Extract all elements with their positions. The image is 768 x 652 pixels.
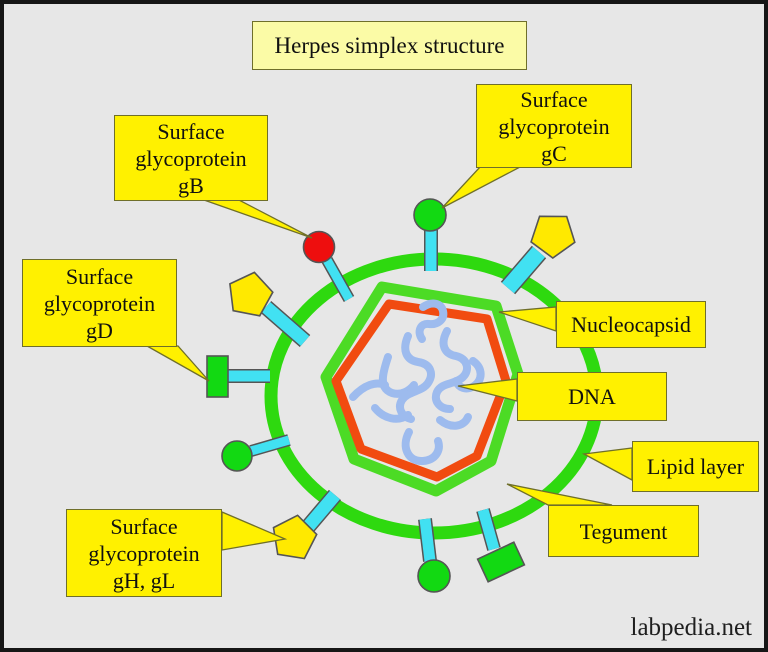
gHgL-pentagon-knob-icon bbox=[272, 514, 318, 560]
label-line: glycoprotein bbox=[135, 145, 247, 171]
label-line: glycoprotein bbox=[88, 540, 200, 566]
watermark-labpedia: labpedia.net bbox=[630, 614, 752, 641]
label-surface-glycoprotein-gC: Surface glycoprotein gC bbox=[476, 84, 632, 168]
spike-rect-bottom bbox=[476, 508, 526, 583]
spike-circle-left bbox=[221, 434, 291, 472]
label-line: Surface bbox=[157, 118, 225, 144]
spike-pentagon-top-right bbox=[500, 215, 576, 295]
green-knob-icon bbox=[221, 440, 253, 472]
callout-pointers bbox=[144, 166, 633, 551]
label-line: gB bbox=[178, 172, 204, 198]
label-line: Surface bbox=[520, 86, 588, 112]
spike-circle-bottom bbox=[417, 518, 451, 593]
label-dna: DNA bbox=[517, 372, 667, 421]
label-line: Surface bbox=[65, 263, 134, 289]
label-line: Lipid layer bbox=[646, 454, 745, 479]
virus-illustration bbox=[144, 166, 633, 593]
label-line: gD bbox=[86, 317, 113, 343]
pentagon-knob-icon bbox=[229, 271, 274, 317]
diagram-title: Herpes simplex structure bbox=[252, 21, 527, 70]
gC-pointer bbox=[441, 166, 521, 209]
gHgL-pointer bbox=[221, 511, 288, 551]
tegument-hexagon bbox=[320, 281, 524, 497]
label-lipid-layer: Lipid layer bbox=[632, 441, 759, 492]
spike-gD bbox=[206, 355, 270, 398]
gD-rect-knob-icon bbox=[206, 355, 229, 398]
label-line: Nucleocapsid bbox=[571, 312, 691, 337]
label-line: Tegument bbox=[579, 518, 668, 544]
label-line: DNA bbox=[568, 384, 616, 409]
dna-strands bbox=[349, 299, 485, 465]
label-line: glycoprotein bbox=[43, 290, 156, 316]
lipid-pointer bbox=[581, 447, 633, 482]
label-nucleocapsid: Nucleocapsid bbox=[556, 301, 706, 348]
label-surface-glycoprotein-gD: Surface glycoprotein gD bbox=[22, 259, 177, 347]
gC-green-knob-icon bbox=[413, 198, 447, 232]
spike-pentagon-left bbox=[229, 271, 311, 348]
green-knob-icon bbox=[417, 559, 451, 593]
gB-red-knob-icon bbox=[302, 230, 336, 264]
label-line: gC bbox=[541, 140, 567, 166]
spike-gB bbox=[302, 230, 355, 302]
spike-gC bbox=[413, 198, 447, 271]
label-surface-glycoprotein-gB: Surface glycoprotein gB bbox=[114, 115, 268, 201]
green-rect-knob-icon bbox=[476, 541, 526, 583]
gB-pointer bbox=[203, 199, 313, 239]
label-line: gH, gL bbox=[112, 567, 176, 593]
pentagon-knob-icon bbox=[530, 215, 576, 259]
spike-gHgL-pentagon bbox=[272, 489, 342, 560]
nucleocapsid-hexagon bbox=[331, 299, 511, 482]
gD-pointer bbox=[144, 345, 210, 382]
label-surface-glycoprotein-gHgL: Surface glycoprotein gH, gL bbox=[66, 509, 222, 597]
title-text: Herpes simplex structure bbox=[274, 33, 505, 58]
label-line: glycoprotein bbox=[498, 113, 610, 139]
label-tegument: Tegument bbox=[548, 505, 699, 557]
label-line: Surface bbox=[110, 513, 178, 539]
